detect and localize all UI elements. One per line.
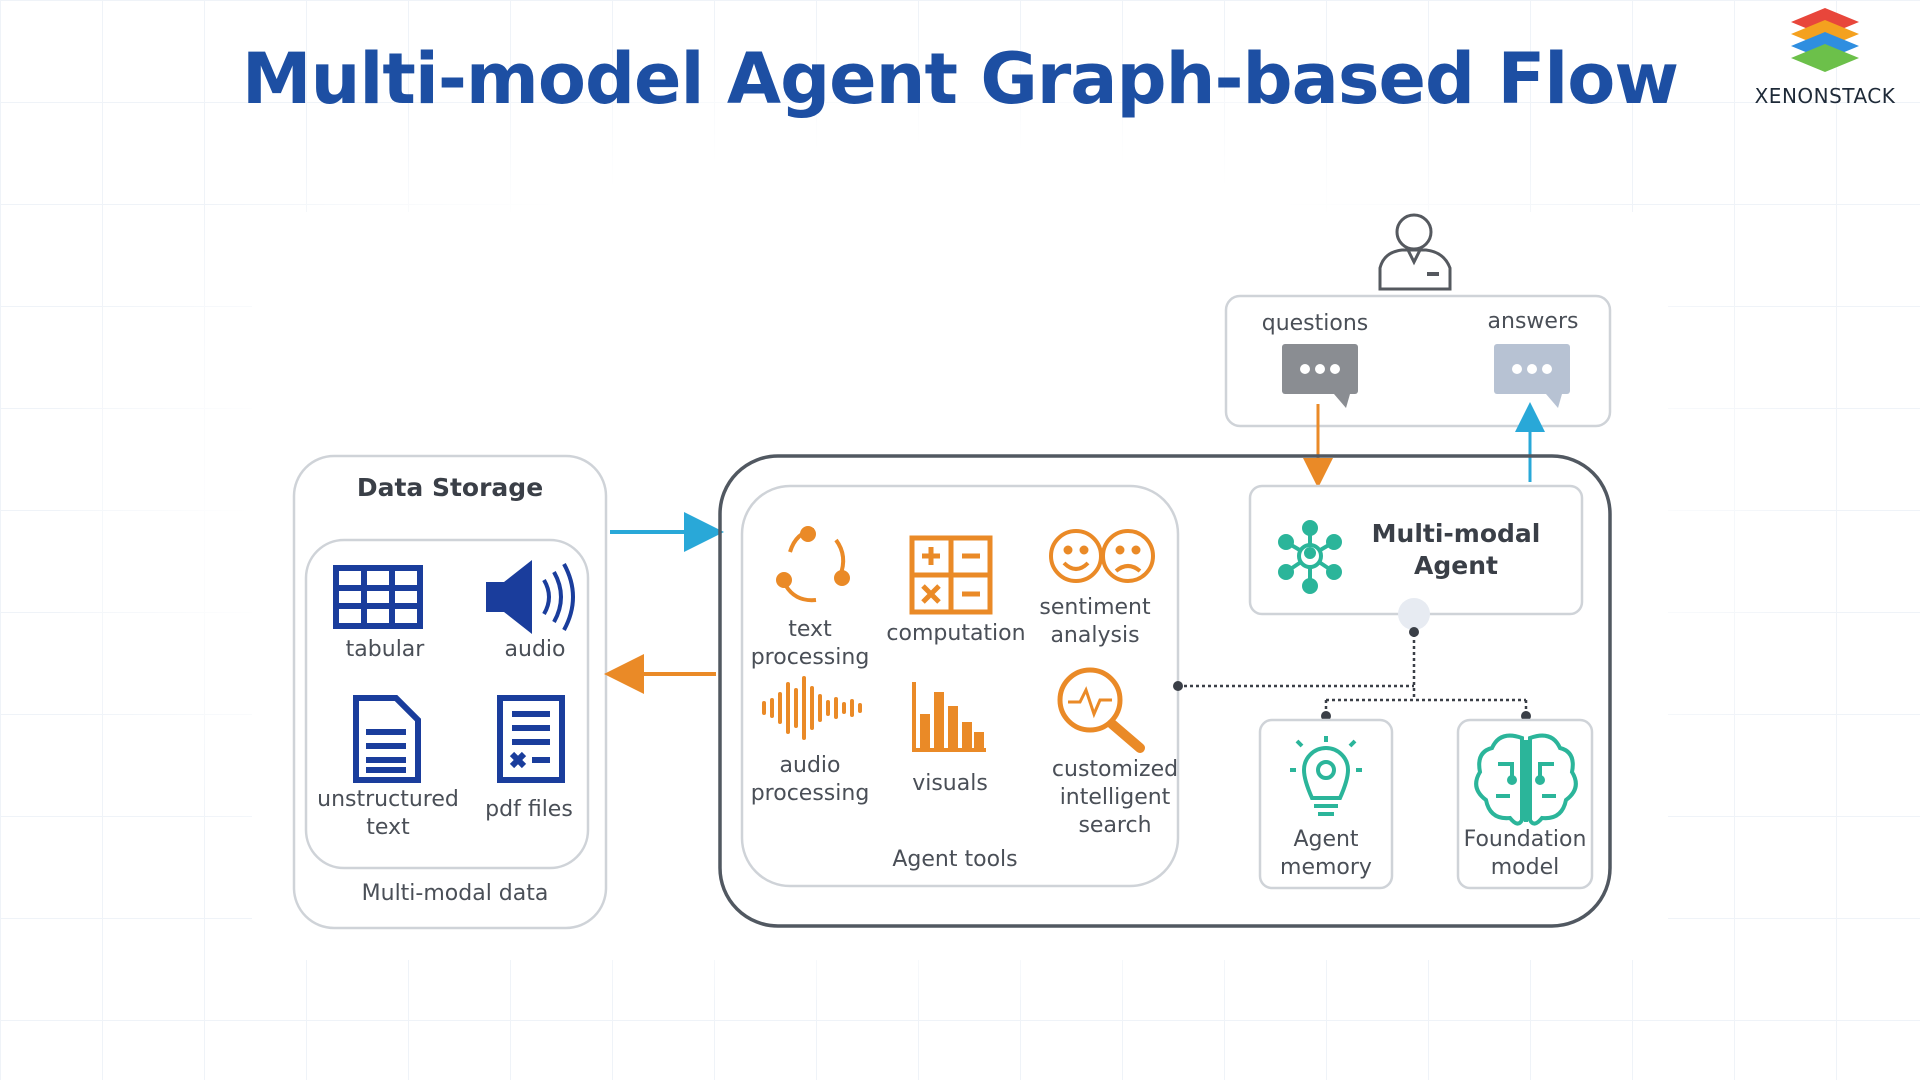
storage-item-label: audio bbox=[504, 637, 566, 662]
cycle-icon bbox=[776, 526, 850, 603]
lightbulb-icon bbox=[1290, 736, 1362, 816]
table-icon bbox=[333, 565, 423, 629]
tool-label: customized intelligent search bbox=[1051, 757, 1179, 838]
multimodal-agent-label: Multi-modal Agent bbox=[1371, 519, 1541, 580]
logo-text: XENONSTACK bbox=[1754, 84, 1896, 108]
page-title: Multi-model Agent Graph-based Flow bbox=[241, 38, 1679, 120]
storage-item-label: unstructured text bbox=[317, 787, 459, 840]
user-icon bbox=[1378, 213, 1452, 291]
stacked-layers-icon bbox=[1791, 8, 1859, 72]
foundation-model-label: Foundation model bbox=[1463, 827, 1587, 880]
pdf-file-icon bbox=[497, 695, 565, 783]
magnifier-icon bbox=[1057, 667, 1145, 753]
storage-item-label: pdf files bbox=[485, 797, 573, 822]
agent-port bbox=[1398, 598, 1430, 630]
network-icon bbox=[1278, 520, 1342, 594]
tool-label: text processing bbox=[750, 617, 870, 670]
answers-label: answers bbox=[1487, 309, 1579, 334]
speaker-icon bbox=[486, 560, 575, 634]
bar-chart-icon bbox=[912, 682, 986, 752]
xenonstack-logo: XENONSTACK bbox=[1740, 6, 1910, 116]
tool-label: computation bbox=[886, 621, 1026, 646]
agent-system-box bbox=[718, 454, 1612, 928]
storage-item-label: tabular bbox=[345, 637, 425, 662]
faces-icon bbox=[1049, 529, 1155, 583]
calculator-icon bbox=[909, 535, 993, 615]
connector-dot bbox=[1173, 681, 1183, 691]
brain-icon bbox=[1474, 733, 1578, 826]
questions-bubble-icon bbox=[1282, 344, 1358, 408]
multimodal-data-caption: Multi-modal data bbox=[361, 881, 549, 906]
tool-label: sentiment analysis bbox=[1039, 595, 1151, 648]
agent-connectors bbox=[1178, 616, 1528, 724]
connector-dot bbox=[1521, 711, 1531, 721]
agent-tools-caption: Agent tools bbox=[892, 847, 1018, 872]
questions-label: questions bbox=[1261, 311, 1369, 336]
agent-memory-label: Agent memory bbox=[1280, 827, 1372, 880]
waveform-icon bbox=[762, 676, 862, 740]
tool-label: visuals bbox=[912, 771, 988, 796]
connector-dot bbox=[1321, 711, 1331, 721]
document-icon bbox=[353, 695, 421, 783]
tool-label: audio processing bbox=[750, 753, 870, 806]
answers-bubble-icon bbox=[1494, 344, 1570, 408]
connector-dot bbox=[1409, 627, 1419, 637]
data-storage-title: Data Storage bbox=[356, 473, 544, 502]
